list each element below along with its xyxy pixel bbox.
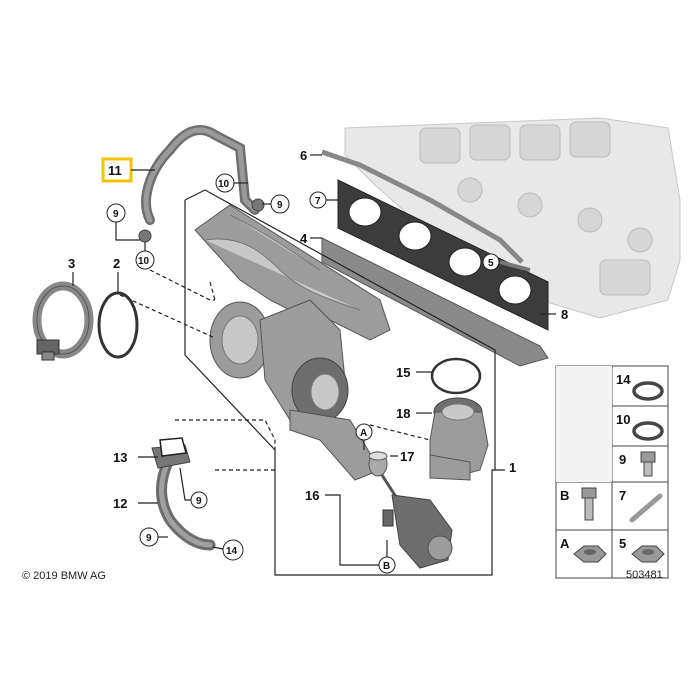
legend-nut-A [573,545,607,563]
callout-5: 5 [488,258,494,269]
callout-7: 7 [315,196,321,207]
legend-seal-14 [632,381,664,401]
outlet-pipe-18 [429,397,489,481]
callout-3: 3 [68,256,75,271]
callout-9-pipe: 9 [196,496,202,507]
callout-10-left: 10 [138,256,150,267]
actuator-16 [380,474,453,569]
legend-label-A: A [560,536,570,551]
callout-1: 1 [509,460,516,475]
legend-screw-B [581,487,597,521]
callout-16: 16 [305,488,319,503]
callout-9-lower: 9 [146,533,152,544]
callout-2: 2 [113,256,120,271]
legend-bolt-9 [640,451,656,477]
oil-line-11 [138,125,265,243]
legend-stud-7 [629,493,663,523]
seal-ring-2 [97,291,139,359]
callout-9-left: 9 [113,209,119,220]
callout-4: 4 [300,231,308,246]
callout-9-upper: 9 [277,200,283,211]
callout-12: 12 [113,496,127,511]
clamp-3 [32,281,94,361]
seal-ring-15 [430,357,482,395]
manifold-gasket-7 [337,179,549,331]
legend-label-9: 9 [619,452,626,467]
cylinder-head [344,117,681,319]
legend-seal-10 [632,421,664,441]
callout-10-upper: 10 [218,179,230,190]
heat-shield-4 [321,237,549,367]
legend-label-10: 10 [616,412,630,427]
callout-17: 17 [400,449,414,464]
legend-nut-5 [631,545,665,563]
gasket-6 [321,149,524,264]
legend-panel [555,365,669,579]
diagram-number: 503481 [626,569,663,581]
copyright-text: © 2019 BMW AG [22,570,106,582]
ring-17 [368,451,388,477]
callout-B-main: B [383,561,390,572]
exhaust-manifold [194,204,391,341]
legend-label-B: B [560,488,569,503]
callout-14: 14 [226,546,238,557]
callout-15: 15 [396,365,410,380]
legend-label-5: 5 [619,536,626,551]
callout-13: 13 [113,450,127,465]
callout-11: 11 [108,163,122,178]
callout-8: 8 [561,307,568,322]
flange-gasket-13 [159,437,187,457]
callout-6: 6 [300,148,307,163]
legend-label-14: 14 [616,372,631,387]
turbocharger [209,299,381,481]
legend-label-7: 7 [619,488,626,503]
callout-18: 18 [396,406,410,421]
callout-A-main: A [360,428,367,439]
